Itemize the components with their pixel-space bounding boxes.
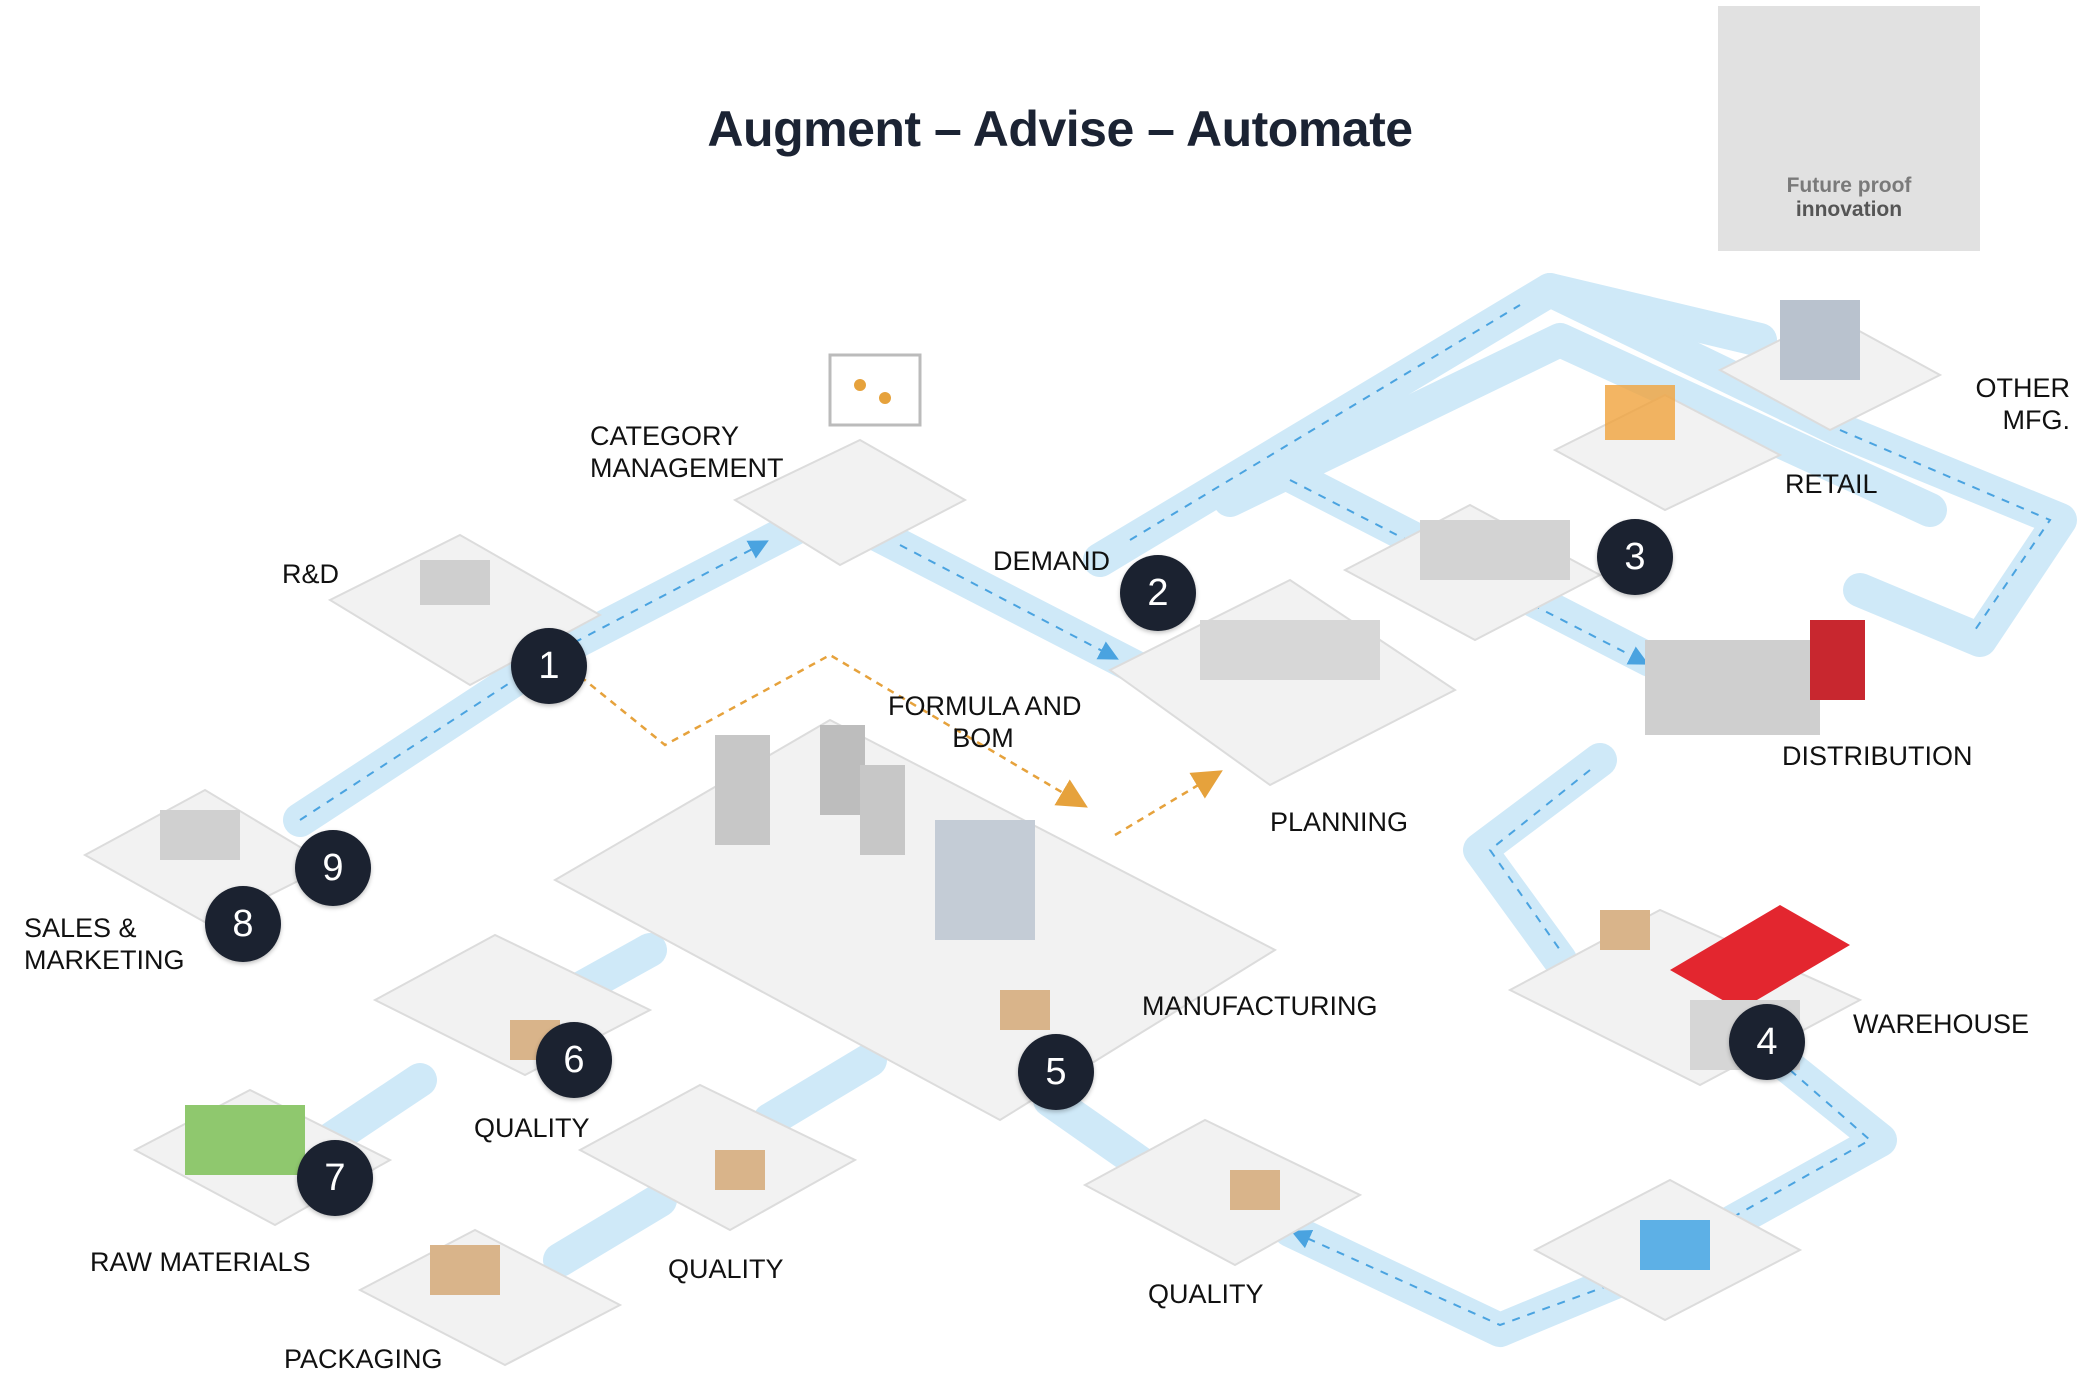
- logo: Future proof innovation: [1718, 6, 1980, 251]
- arrow-category-planning: [899, 544, 1119, 660]
- checkout-counter-icon: [1420, 520, 1570, 580]
- label-quality-right: QUALITY: [1148, 1279, 1264, 1309]
- boxes-icon: [1000, 990, 1050, 1030]
- warehouse-roof-icon: [1670, 905, 1850, 1010]
- page-title: Augment – Advise – Automate: [707, 101, 1413, 157]
- label-quality-mid: QUALITY: [668, 1254, 784, 1284]
- packaging-box-icon: [430, 1245, 500, 1295]
- label-category-management: CATEGORY MANAGEMENT: [590, 421, 784, 483]
- label-raw-materials: RAW MATERIALS: [90, 1247, 311, 1277]
- molecule-icon: [854, 379, 866, 391]
- milk-cartons-icon: [1640, 1220, 1710, 1270]
- arrow-loop: [1839, 429, 2052, 631]
- whiteboard-icon: [828, 353, 922, 427]
- desk-icon: [420, 560, 490, 605]
- badge-2: 2: [1120, 555, 1196, 631]
- label-manufacturing: MANUFACTURING: [1142, 991, 1378, 1021]
- badge-5: 5: [1018, 1034, 1094, 1110]
- truck-cab-icon: [1810, 620, 1865, 700]
- label-sales-marketing: SALES & MARKETING: [24, 913, 185, 975]
- raw-materials-crate-icon: [185, 1105, 305, 1175]
- truck-trailer-icon: [1645, 640, 1820, 735]
- label-planning: PLANNING: [1270, 807, 1409, 837]
- label-warehouse: WAREHOUSE: [1853, 1009, 2030, 1039]
- shopping-cart-icon: [1605, 385, 1675, 440]
- lane-warehouse-to-depot: [1683, 1043, 1897, 1257]
- arrow-planning-top: [1129, 304, 1521, 541]
- logo-text-line2: innovation: [1795, 198, 1903, 221]
- arrow-wh-depot: [1709, 1069, 1872, 1231]
- badge-3: 3: [1597, 519, 1673, 595]
- label-formula-bom: FORMULA AND BOM: [888, 691, 1082, 753]
- label-other-mfg: OTHER MFG.: [1975, 373, 2071, 435]
- tank-icon: [715, 735, 770, 845]
- boxes-icon: [715, 1150, 765, 1190]
- label-retail: RETAIL: [1785, 469, 1878, 499]
- platform-category: [732, 438, 968, 567]
- platform-quality-right: [1082, 1118, 1363, 1267]
- factory-icon: [1780, 300, 1860, 380]
- label-distribution: DISTRIBUTION: [1782, 741, 1973, 771]
- arrow-depot-quality: [1290, 1229, 1611, 1327]
- arrow-rd-category: [559, 540, 769, 651]
- tank-icon: [860, 765, 905, 855]
- boxes-icon: [1600, 910, 1650, 950]
- computer-desk-icon: [160, 810, 240, 860]
- lane-dist-to-warehouse: [1463, 743, 1617, 977]
- badge-4: 4: [1729, 1004, 1805, 1080]
- arrow-dist-wh: [1488, 769, 1591, 951]
- platform-manufacturing: [552, 718, 1278, 1122]
- label-rd: R&D: [282, 559, 340, 589]
- badge-6: 6: [536, 1022, 612, 1098]
- planning-console-icon: [1200, 620, 1380, 680]
- link-planning-manufacturing: [1114, 770, 1223, 837]
- lane-inner-loop: [1213, 323, 1947, 527]
- label-packaging: PACKAGING: [284, 1344, 443, 1374]
- label-demand: DEMAND: [993, 546, 1111, 576]
- badge-7: 7: [297, 1140, 373, 1216]
- badge-8: 8: [205, 886, 281, 962]
- platform-planning: [1108, 578, 1457, 787]
- label-quality-left: QUALITY: [474, 1113, 590, 1143]
- logo-text-line1: Future proof: [1786, 174, 1912, 197]
- link-rd-formula: [559, 653, 1088, 808]
- lane-quality-to-mfg: [753, 1043, 887, 1137]
- lane-packaging-to-quality: [543, 1183, 677, 1277]
- formula-links: [559, 653, 1223, 837]
- boxes-icon: [1230, 1170, 1280, 1210]
- machine-icon: [935, 820, 1035, 940]
- badge-9: 9: [295, 830, 371, 906]
- badge-1: 1: [511, 628, 587, 704]
- tank-icon: [820, 725, 865, 815]
